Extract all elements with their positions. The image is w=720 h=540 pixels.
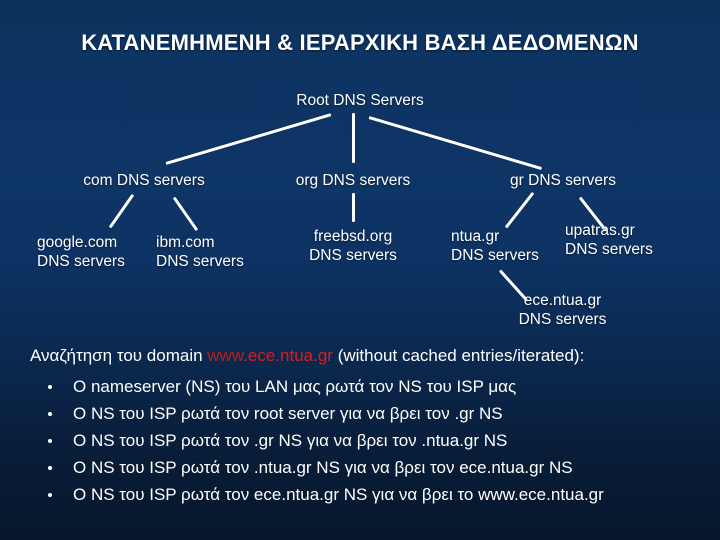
page-title: ΚΑΤΑΝΕΜΗΜΕΝΗ & ΙΕΡΑΡΧΙΚΗ ΒΑΣΗ ΔΕΔΟΜΕΝΩΝ (81, 30, 639, 55)
tree-node-google: google.com DNS servers (37, 233, 125, 271)
tree-line-gr-to-ntua (504, 191, 535, 229)
tree-node-ibm-line1: ibm.com (156, 234, 215, 251)
tree-node-com-label: com DNS servers (83, 172, 205, 189)
explanation-block: Αναζήτηση του domain www.ece.ntua.gr (wi… (30, 344, 702, 508)
tree-node-freebsd-line1: freebsd.org (313, 228, 393, 245)
tree-node-upatras-line2: DNS servers (565, 241, 653, 258)
list-item: Ο NS του ISP ρωτά τον ece.ntua.gr NS για… (30, 481, 702, 508)
tree-node-ece-ntua-line2: DNS servers (518, 311, 607, 328)
tree-node-com: com DNS servers (44, 171, 244, 190)
tree-node-org-label: org DNS servers (295, 172, 411, 189)
tree-line-root-to-org (352, 113, 355, 163)
lead-suffix: (without cached entries/iterated): (332, 346, 585, 365)
tree-node-ece-ntua: ece.ntua.gr DNS servers (490, 291, 635, 329)
tree-node-upatras-line1: upatras.gr (565, 222, 635, 239)
tree-line-root-to-gr (368, 116, 543, 171)
list-item: Ο NS του ISP ρωτά τον root server για να… (30, 400, 702, 427)
tree-node-ntua: ntua.gr DNS servers (451, 227, 539, 265)
tree-node-root-label: Root DNS Servers (296, 92, 424, 109)
list-item: Ο nameserver (NS) του LAN μας ρωτά τον N… (30, 373, 702, 400)
tree-line-root-to-com (165, 113, 332, 165)
list-item: Ο NS του ISP ρωτά τον .gr NS για να βρει… (30, 427, 702, 454)
tree-node-root: Root DNS Servers (240, 91, 480, 110)
tree-line-org-to-freebsd (352, 193, 355, 222)
tree-node-ntua-line2: DNS servers (451, 247, 539, 264)
explanation-bullet-list: Ο nameserver (NS) του LAN μας ρωτά τον N… (30, 373, 702, 508)
tree-node-ibm: ibm.com DNS servers (156, 233, 244, 271)
tree-node-gr-label: gr DNS servers (510, 172, 616, 189)
tree-node-org: org DNS servers (268, 171, 438, 190)
tree-node-google-line1: google.com (37, 234, 118, 251)
tree-node-gr: gr DNS servers (470, 171, 656, 190)
explanation-lead: Αναζήτηση του domain www.ece.ntua.gr (wi… (30, 344, 702, 367)
tree-line-com-to-ibm (172, 196, 199, 232)
list-item: Ο NS του ISP ρωτά τον .ntua.gr NS για να… (30, 454, 702, 481)
lead-domain-rest: .ece.ntua.gr (243, 346, 333, 365)
tree-node-upatras: upatras.gr DNS servers (565, 221, 653, 259)
lead-prefix: Αναζήτηση του domain (30, 346, 208, 365)
lead-domain-www: www (207, 346, 244, 365)
tree-line-com-to-google (108, 193, 135, 229)
tree-node-ntua-line1: ntua.gr (451, 228, 500, 245)
tree-node-google-line2: DNS servers (37, 253, 125, 270)
tree-node-freebsd: freebsd.org DNS servers (283, 227, 423, 265)
tree-node-freebsd-line2: DNS servers (309, 247, 397, 264)
tree-node-ibm-line2: DNS servers (156, 253, 244, 270)
tree-node-ece-ntua-line1: ece.ntua.gr (523, 292, 602, 309)
